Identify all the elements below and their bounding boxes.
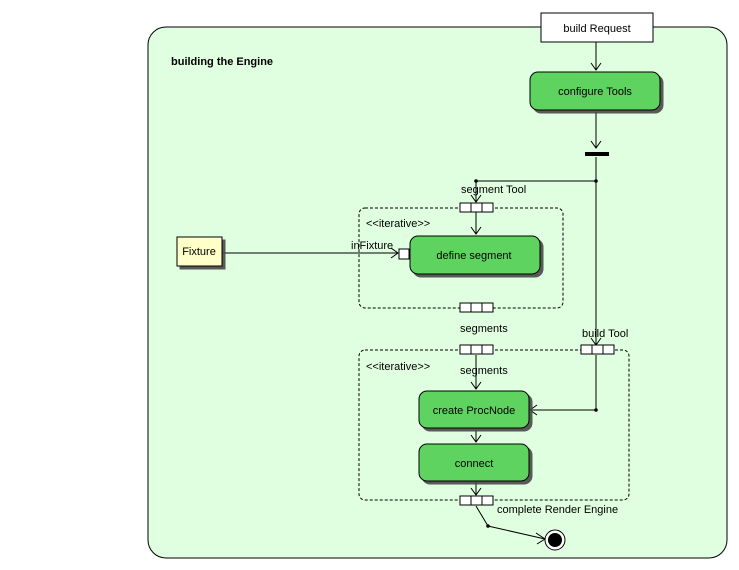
create-procnode-action[interactable]: create ProcNode	[418, 390, 530, 429]
iterative-stereotype-top: <<iterative>>	[366, 218, 430, 230]
build-request-node[interactable]: build Request	[540, 12, 654, 43]
junction-dot	[594, 408, 598, 412]
segments-input-label: segments	[460, 365, 508, 377]
define-segment-action[interactable]: define segment	[409, 235, 541, 275]
segments-input-pin[interactable]	[459, 344, 494, 355]
in-fixture-pin[interactable]	[398, 248, 410, 260]
fork-bar	[585, 152, 609, 156]
build-tool-label: build Tool	[582, 328, 628, 340]
activity-title: building the Engine	[171, 56, 273, 68]
segments-output-pin[interactable]	[459, 302, 494, 313]
junction-dot	[594, 179, 598, 183]
complete-render-engine-pin[interactable]	[459, 495, 494, 506]
activity-final-node	[544, 529, 566, 551]
connectors	[222, 42, 602, 545]
build-request-label: build Request	[563, 23, 630, 35]
segment-tool-pin[interactable]	[459, 202, 494, 213]
build-tool-pin[interactable]	[580, 344, 615, 355]
segments-output-label: segments	[460, 323, 508, 335]
iterative-region-bottom	[358, 349, 630, 501]
fixture-node[interactable]: Fixture	[176, 236, 223, 267]
segment-tool-label: segment Tool	[461, 184, 526, 196]
iterative-stereotype-bottom: <<iterative>>	[366, 361, 430, 373]
define-segment-label: define segment	[436, 250, 511, 262]
complete-render-engine-label: complete Render Engine	[497, 504, 618, 516]
configure-tools-action[interactable]: configure Tools	[529, 71, 661, 111]
create-procnode-label: create ProcNode	[433, 405, 516, 417]
activity-frame	[147, 26, 728, 559]
configure-tools-label: configure Tools	[558, 86, 632, 98]
junction-dot	[474, 179, 478, 183]
connect-action[interactable]: connect	[418, 443, 530, 482]
junction-dot	[486, 524, 490, 528]
fixture-label: Fixture	[182, 246, 216, 258]
in-fixture-label: inFixture	[351, 240, 393, 252]
connect-label: connect	[455, 458, 494, 470]
